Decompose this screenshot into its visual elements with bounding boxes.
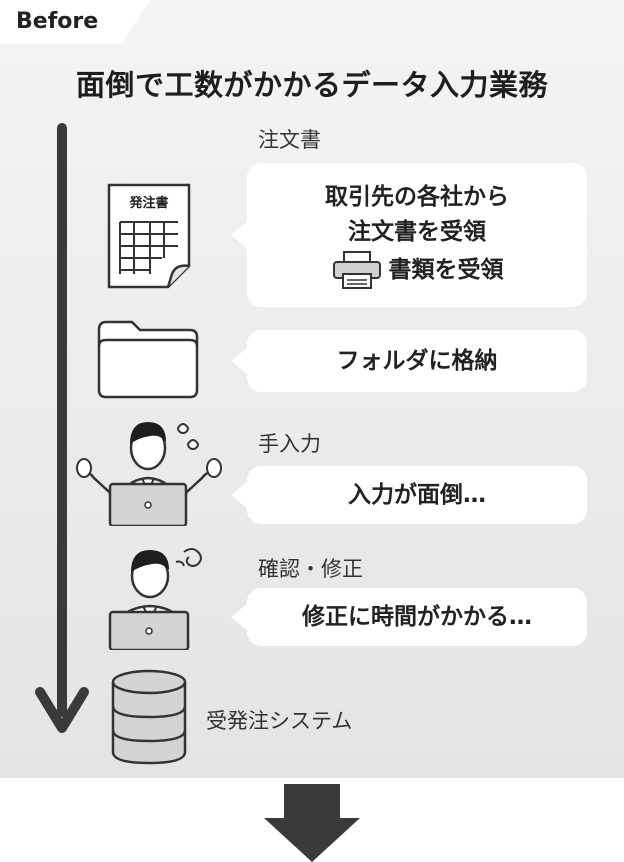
document-icon: 発注書 [106, 182, 192, 290]
before-tab-label: Before [16, 9, 99, 34]
bubble-receive-line1: 取引先の各社から [325, 184, 509, 210]
printer-icon [332, 251, 381, 289]
bubble-receive-line2: 注文書を受領 [348, 219, 486, 245]
database-icon [110, 668, 188, 766]
step-label-manual: 手入力 [258, 432, 321, 456]
bubble-receive-line3: 書類を受領 [388, 256, 504, 283]
down-arrow-icon [264, 784, 360, 862]
bubble-store-text: フォルダに格納 [336, 347, 498, 374]
folder-icon [96, 318, 200, 400]
step-label-system: 受発注システム [206, 709, 353, 733]
before-panel: Before 面倒で工数がかかるデータ入力業務 注文書 発注書 [0, 0, 624, 778]
stressed-person-icon [74, 406, 224, 528]
timeline-arrow-icon [35, 123, 89, 733]
step-label-order: 注文書 [258, 128, 321, 152]
bubble-manual: 入力が面倒… [231, 466, 587, 524]
bubble-check: 修正に時間がかかる… [231, 588, 587, 646]
bubble-check-text: 修正に時間がかかる… [302, 603, 532, 630]
before-tab [0, 0, 150, 44]
dizzy-person-icon [102, 538, 214, 652]
document-title: 発注書 [129, 196, 169, 211]
bubble-receive: 取引先の各社から 注文書を受領 書類を受領 [231, 163, 587, 307]
bubble-store: フォルダに格納 [231, 330, 587, 392]
page-title: 面倒で工数がかかるデータ入力業務 [75, 68, 548, 102]
bubble-manual-text: 入力が面倒… [348, 481, 486, 508]
bubble-receive-row: 書類を受領 [331, 250, 504, 290]
step-label-check: 確認・修正 [258, 557, 363, 581]
